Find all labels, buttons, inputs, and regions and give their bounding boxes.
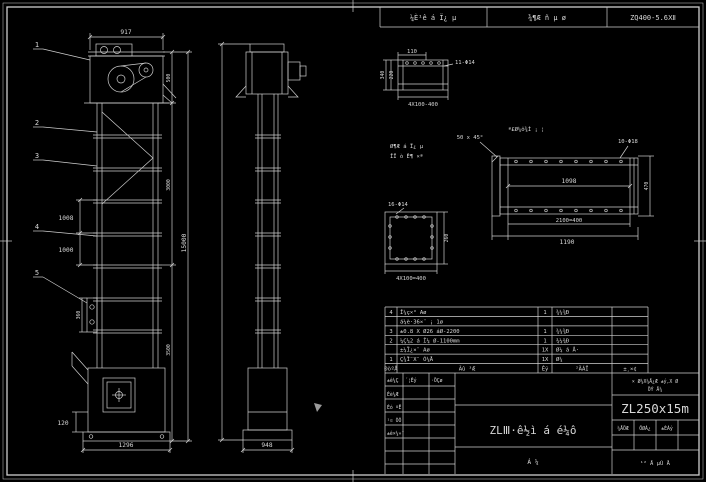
bom-row-name: á¼è·36×¨ ¡ 1ø <box>400 318 444 325</box>
bom-row-name: Ç¾Ï¨X¨ Ó¼Å <box>400 356 434 363</box>
header-strip: ¼È¹ê á Ï¿ µ ¾¶Æ ñ µ ø ZQ400-5.6Ⅻ <box>379 7 699 28</box>
bom-row-mat: ¾¼¾Ð <box>556 338 569 344</box>
bom-row-no: 4 <box>389 310 393 316</box>
model-number: ZL250x15m <box>621 401 689 416</box>
sig-label: ¹¤ ÒÕ <box>387 417 402 424</box>
bom-row-no: 1 <box>389 357 392 363</box>
bom-row-no: 2 <box>389 338 392 344</box>
dim-1008: 1008 <box>59 215 74 222</box>
bom-row-qty: 1 <box>543 329 546 335</box>
balloon-4: 4 <box>35 223 39 231</box>
title-block: ±ê¼Ç ´¦Êý ·ÖÇø Éè¼Æ Éó ºË ¹¤ ÒÕ ±ê×¼»¯ Z… <box>384 372 699 474</box>
bom-row-mat: ¾¼¾Ð <box>556 329 569 335</box>
dim-470: 470 <box>644 182 650 191</box>
sig-label: ´¦Êý <box>405 376 417 384</box>
balloon-5: 5 <box>35 269 39 277</box>
chamfer-note: 50 x 45° <box>457 135 484 141</box>
plate-note-top: ª£Ø¼ô¾Ì ¡ ¦ <box>508 126 544 133</box>
dim-3500: 3500 <box>166 344 172 356</box>
grid-cell: ¼ÅÖÆ <box>617 425 629 432</box>
square-holes-label: 16-Φ14 <box>388 202 409 208</box>
dim-15000: 15000 <box>181 233 188 252</box>
bom-row-name: ±¼Ï¿×¨ Aø <box>400 347 430 354</box>
dim-500: 500 <box>166 74 172 83</box>
bom-row-no: 3 <box>389 329 392 335</box>
ink-mark <box>314 403 322 412</box>
dim-3000: 3000 <box>166 179 172 191</box>
detail-plate: ª£Ø¼ô¾Ì ¡ ¦ Ø¶Æ á Ï¿ µ ÎÏ ò Ê¶ ×ª 50 x 4… <box>390 126 654 246</box>
sig-label: Éó ºË <box>387 403 402 411</box>
square-spacing-label: 4X100=400 <box>396 276 426 282</box>
bom-header-rem: ±¸×¢ <box>623 367 636 373</box>
dim-1190: 1190 <box>560 239 575 246</box>
bom-row-qty: 1X <box>542 357 549 363</box>
dim-340: 340 <box>380 71 386 80</box>
sheet-note-right: ¹² Å µÚ Å <box>640 460 670 467</box>
dim-917: 917 <box>120 29 131 36</box>
bom-row-name: ¼Ç¼2 á Î¼ Ø-1100mm <box>400 337 460 344</box>
head-motor <box>95 43 133 57</box>
bom-row-qty: 1 <box>543 310 546 316</box>
side-chute <box>86 297 98 333</box>
right-note: × Ø¼X¼Å¿Æ ±ý,X Ø <box>632 378 678 385</box>
dim-1296: 1296 <box>119 442 134 449</box>
balloon-2: 2 <box>35 119 39 127</box>
dim-260: 260 <box>444 234 450 243</box>
drawing-title: ZLⅢ·ê½ì á é¼ô <box>489 424 576 437</box>
base-channel <box>82 431 171 442</box>
grid-cell: ±ÈÀý <box>661 424 673 432</box>
drive-unit <box>287 61 301 81</box>
dim-120: 120 <box>57 420 68 427</box>
channel-holes-label: 11-Φ14 <box>455 60 476 66</box>
bom-row-mat: Ø¼ <box>556 356 563 363</box>
plate-note-left-1: Ø¶Æ á Ï¿ µ <box>390 143 424 150</box>
head-pulley <box>107 65 135 93</box>
dim-948: 948 <box>261 442 272 449</box>
bom-table: 4 Î¼ç×° Aø 1 ¾¼¾Ð á¼è·36×¨ ¡ 1ø 3 ±0.8 X… <box>384 306 649 373</box>
dim-110: 110 <box>407 49 417 55</box>
grid-cell: ÖØÁ¿ <box>639 425 651 432</box>
bom-row-name: ±0.8 X Ø26 áØ-2200 <box>400 328 460 335</box>
plate-note-left-2: ÎÏ ò Ê¶ ×ª <box>390 152 423 160</box>
bom-row-mat: Ø¼ á Å· <box>556 347 579 354</box>
bom-row-qty: 1X <box>542 348 549 354</box>
balloon-3: 3 <box>35 152 39 160</box>
bom-row-mat: ¾¼¾Ð <box>556 310 569 316</box>
plate-body <box>499 157 639 215</box>
detail-channel: 110 220 340 11-Φ14 4X100-400 <box>380 49 476 108</box>
balloon-1: 1 <box>35 41 39 49</box>
side-view: 948 <box>218 41 322 453</box>
dim-2100-400: 2100=400 <box>556 218 583 224</box>
right-note-2: ÖÝ Å¼ <box>648 386 663 393</box>
sig-label: ±ê¼Ç <box>387 377 399 384</box>
header-cell-3: ZQ400-5.6Ⅻ <box>630 14 676 22</box>
bom-header-mat: ²ÄÁÏ <box>575 366 588 373</box>
bom-row-name: Î¼ç×° Aø <box>400 309 427 316</box>
detail-square: 16-Φ14 260 4X100=400 <box>384 202 450 282</box>
boot-housing-side <box>247 367 288 431</box>
bom-header-no: ÐòºÅ <box>384 366 398 373</box>
dim-360: 360 <box>76 311 82 320</box>
channel-spacing-label: 4X100-400 <box>408 102 438 108</box>
header-cell-2: ¾¶Æ ñ µ ø <box>528 14 567 22</box>
square-flange <box>384 211 438 265</box>
bom-header-name: Ãû ³Æ <box>459 366 476 373</box>
sheet-note-center: Á ¼ <box>527 457 538 466</box>
dim-1000: 1000 <box>59 247 74 254</box>
bom-header-qty: Êý <box>542 365 549 373</box>
dim-1098: 1098 <box>562 178 577 185</box>
header-cell-1: ¼È¹ê á Ï¿ µ <box>410 13 457 22</box>
channel-body <box>397 59 449 91</box>
dim-220: 220 <box>389 71 395 80</box>
sig-label: ±ê×¼»¯ <box>387 430 404 437</box>
head-housing <box>89 55 164 104</box>
bom-row-qty: 1 <box>543 338 546 344</box>
boot-housing <box>87 367 166 433</box>
sig-label: ·ÖÇø <box>431 377 443 384</box>
front-view: 917 1008 1000 360 120 1296 500 3000 3500… <box>33 29 192 453</box>
sig-label: Éè¼Æ <box>387 390 399 398</box>
plate-holes-label: 10-Φ18 <box>618 139 638 145</box>
